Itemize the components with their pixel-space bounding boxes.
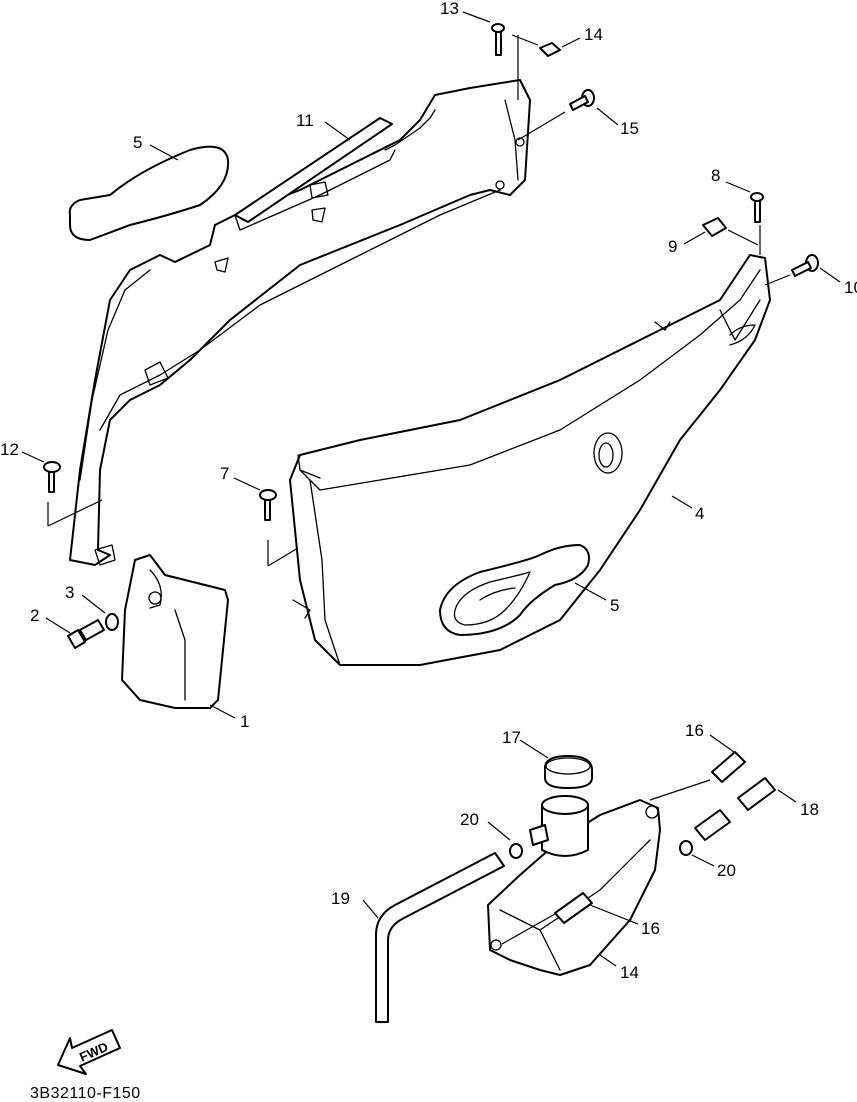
callout-10: 11 (296, 111, 314, 130)
callout-3: 3 (65, 583, 74, 602)
callout-19: 19 (331, 889, 350, 908)
part-5-emblem-lower (439, 544, 590, 636)
part-6-clip (259, 489, 277, 521)
callout-7: 8 (711, 166, 720, 185)
leader-lines (47, 34, 791, 945)
callout-labels: 13 14 15 11 5 8 9 10 12 7 4 5 3 2 1 17 1 (0, 0, 857, 982)
part-20-clamp-right (679, 840, 693, 856)
part-5-emblem-upper (68, 145, 230, 241)
callout-6: 7 (220, 464, 229, 483)
part-15-reservoir-tank (487, 799, 661, 976)
callout-20-left: 20 (460, 810, 479, 829)
callout-20-right: 20 (717, 861, 736, 880)
part-17-cap (544, 755, 593, 789)
part-2-bolt (67, 619, 105, 649)
callout-9: 10 (844, 278, 857, 297)
callout-18: 18 (800, 800, 819, 819)
callout-11: 12 (0, 440, 19, 459)
callout-4: 4 (695, 504, 704, 523)
reservoir-filler-neck (529, 795, 589, 857)
callout-16-upper: 16 (685, 721, 704, 740)
part-20-clamp-left (509, 843, 523, 859)
callout-5-upper: 5 (133, 133, 142, 152)
callout-17: 17 (502, 728, 521, 747)
callout-14: 15 (620, 119, 639, 138)
part-16-bolt-lower (554, 892, 593, 924)
part-4-right-side-cover (289, 254, 771, 666)
part-1-lower-cover (121, 554, 229, 709)
callout-5-lower: 5 (610, 596, 619, 615)
forward-direction-arrow: FWD (57, 1029, 121, 1075)
part-19-overflow-hose (375, 852, 505, 1023)
left-cover-frame (69, 79, 531, 566)
callout-2: 2 (30, 606, 39, 625)
callout-1: 1 (240, 712, 249, 731)
callout-15: 14 (620, 963, 639, 982)
catalog-code: 3B32110-F150 (30, 1085, 141, 1102)
part-13-nut (539, 42, 561, 57)
part-7-screw (750, 192, 764, 223)
part-11-clip (43, 461, 61, 493)
callout-8: 9 (668, 237, 677, 256)
callout-16-lower: 16 (641, 919, 660, 938)
part-8-nut (702, 217, 727, 237)
part-9-clip (791, 254, 819, 277)
callout-13: 14 (584, 25, 603, 44)
callout-12: 13 (440, 0, 459, 18)
part-14-clip (569, 89, 595, 111)
part-18-hose (694, 777, 776, 841)
part-10-trim-strip (234, 117, 393, 223)
part-12-screw (491, 23, 505, 56)
part-3-washer (105, 613, 119, 631)
part-16-bolt-upper (711, 751, 746, 783)
